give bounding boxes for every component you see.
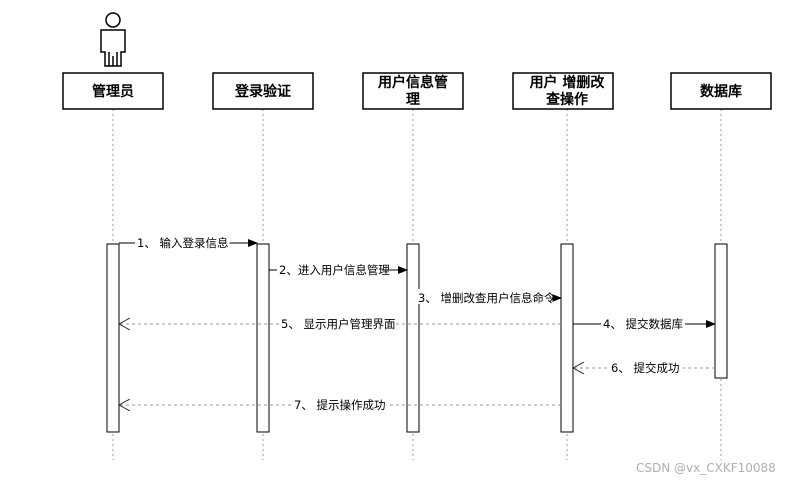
message-label: 4、 提交数据库 [603,317,683,331]
message-label-bg [277,261,382,276]
participant-box [512,72,614,110]
message-label-bg [601,315,685,330]
message-label: 3、 增删改查用户信息命令 [418,291,556,305]
participant-box [62,72,164,110]
message-6: 6、 提交成功 [573,359,715,375]
message-label: 2、进入用户信息管理 [279,263,390,277]
actor-icon [100,12,126,67]
activation-login [256,243,270,433]
message-label-bg [279,315,395,330]
message-5: 4、 提交数据库 [573,315,716,331]
participant-label: 用户信息管 [378,74,448,91]
participant-box [362,72,464,110]
message-label: 1、 输入登录信息 [137,236,228,250]
activation-usermgmt [406,243,420,433]
participant-usermgmt: 用户信息管理 [362,72,464,110]
message-3: 3、 增删改查用户信息命令 [416,289,562,305]
messages: 1、 输入登录信息 2、进入用户信息管理 3、 增删改查用户信息命令 5、 显示用户管… [119,234,716,412]
participant-label: 理 [406,92,420,108]
participant-label: 查操作 [546,91,588,108]
message-label-bg [292,396,387,411]
activation-crud [560,243,574,433]
message-label-bg [135,234,230,249]
message-label: 5、 显示用户管理界面 [281,317,395,331]
activation-bars [106,243,728,433]
participant-box [670,72,772,110]
activation-db [714,243,728,379]
participant-label: 数据库 [700,83,742,100]
participant-login: 登录验证 [212,72,314,110]
participant-box [212,72,314,110]
message-label-bg [416,289,553,304]
participant-admin: 管理员 [62,72,164,110]
participant-label: 管理员 [92,83,134,100]
participant-label: 用户 增删改 [530,74,606,91]
message-label-bg [609,359,683,374]
message-1: 1、 输入登录信息 [119,234,258,250]
message-label: 7、 提示操作成功 [294,398,385,412]
message-7: 7、 提示操作成功 [119,396,561,412]
message-label: 6、 提交成功 [611,361,679,375]
participant-label: 登录验证 [234,83,291,100]
watermark: CSDN @vx_CXKF10088 [636,461,776,475]
participant-db: 数据库 [670,72,772,110]
activation-admin [106,243,120,433]
message-2: 2、进入用户信息管理 [269,261,408,277]
message-4: 5、 显示用户管理界面 [119,315,561,331]
